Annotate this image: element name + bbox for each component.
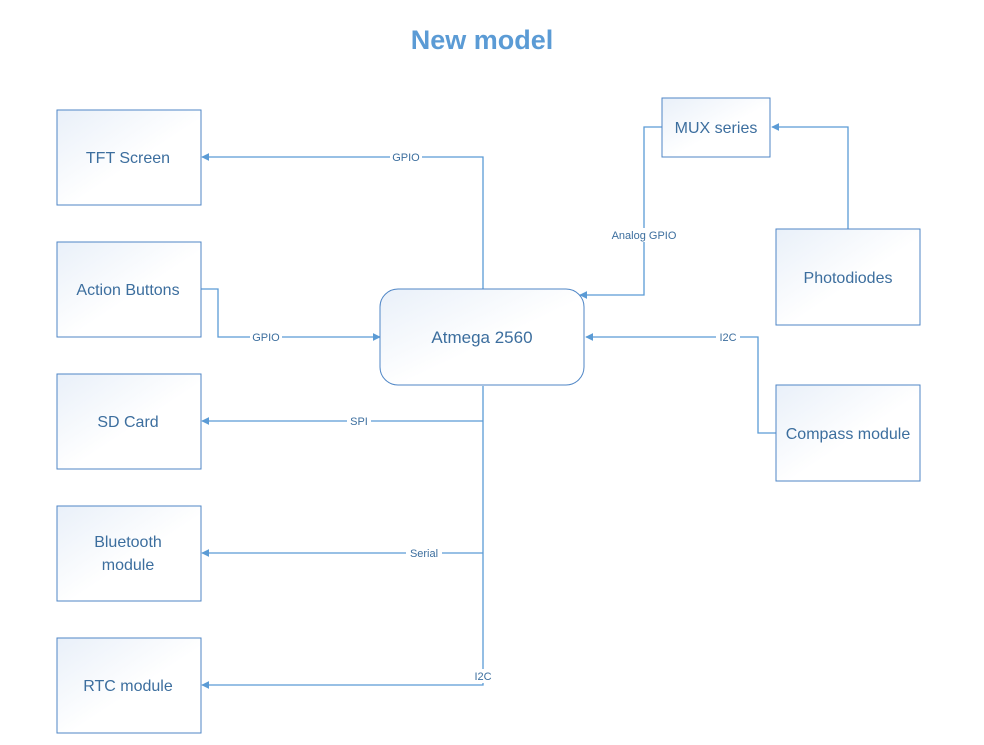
wire-hub-to-rtc — [201, 386, 484, 689]
block-mux-series: MUX series — [661, 97, 771, 158]
link-label-buttons: GPIO — [252, 332, 280, 344]
wire-buttons-to-hub — [201, 288, 381, 341]
connectors — [201, 123, 849, 689]
connector-labels: GPIO GPIO SPI Serial I2C Analog GPIO I2C — [250, 150, 740, 683]
diagram-title: New model — [411, 25, 554, 55]
block-bluetooth-label-line1: Bluetooth — [94, 534, 162, 551]
link-label-tft: GPIO — [392, 152, 420, 164]
wire-photodiodes-to-mux — [771, 123, 849, 229]
block-action-buttons: Action Buttons — [56, 241, 202, 338]
block-compass-module-label: Compass module — [786, 426, 911, 443]
link-label-sd: SPI — [350, 416, 368, 428]
block-rtc-module-label: RTC module — [83, 678, 173, 695]
link-label-mux: Analog GPIO — [612, 230, 677, 242]
block-photodiodes: Photodiodes — [775, 228, 921, 326]
block-sd-card-label: SD Card — [97, 414, 158, 431]
block-rtc-module: RTC module — [56, 637, 202, 734]
link-label-bluetooth: Serial — [410, 548, 438, 560]
block-bluetooth-label-line2: module — [102, 557, 155, 574]
block-bluetooth-module: Bluetooth module — [56, 505, 202, 602]
block-atmega-hub: Atmega 2560 — [379, 288, 585, 386]
block-mux-series-label: MUX series — [675, 120, 758, 137]
hub-label: Atmega 2560 — [431, 328, 532, 347]
block-photodiodes-label: Photodiodes — [804, 270, 893, 287]
wire-mux-to-hub — [579, 126, 662, 299]
block-sd-card: SD Card — [56, 373, 202, 470]
wire-compass-to-hub — [585, 333, 776, 434]
block-compass-module: Compass module — [775, 384, 921, 482]
wire-hub-to-tft — [201, 153, 484, 289]
block-tft-screen-label: TFT Screen — [86, 150, 170, 167]
block-action-buttons-label: Action Buttons — [76, 282, 179, 299]
link-label-rtc: I2C — [474, 671, 491, 683]
link-label-compass: I2C — [719, 332, 736, 344]
block-tft-screen: TFT Screen — [56, 109, 202, 206]
